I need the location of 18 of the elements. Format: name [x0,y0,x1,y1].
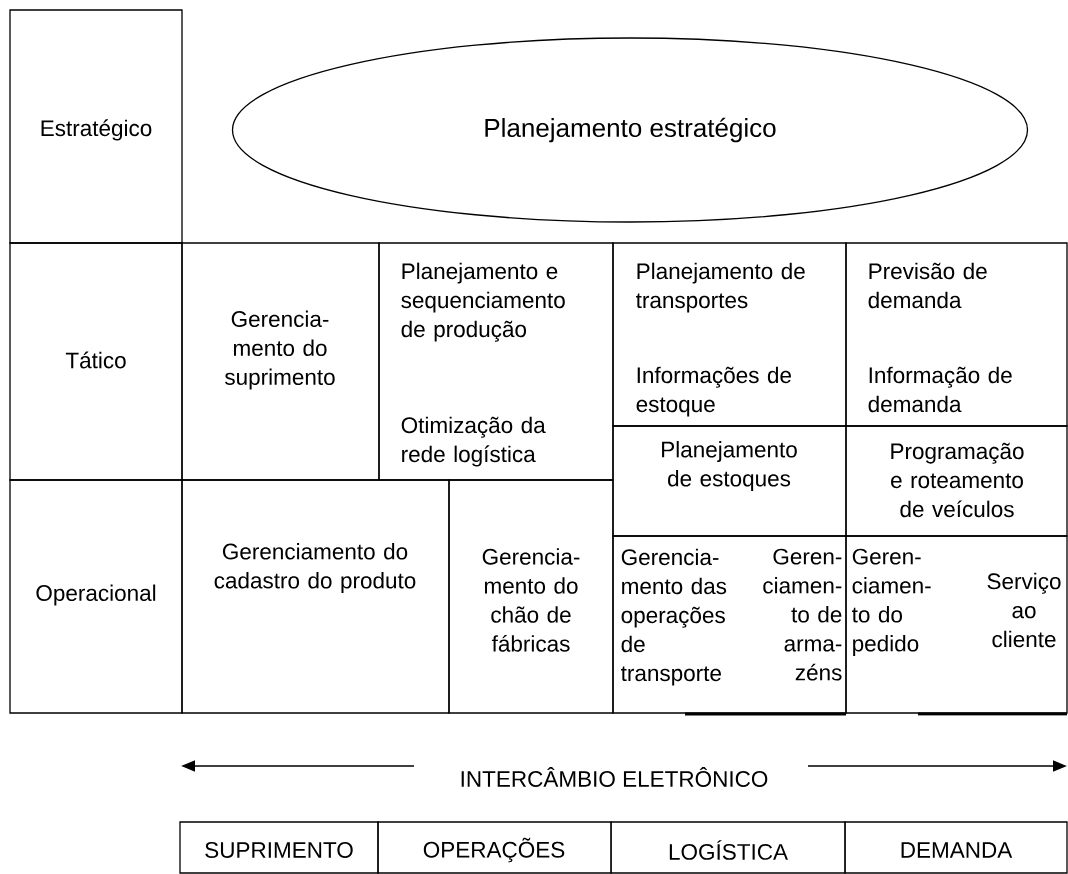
table-cell: LOGÍSTICA [610,821,846,874]
table-cell: Operacional [9,479,183,714]
table-cell: Planejamento de transportes Informações de estoque [612,242,847,427]
table-cell: Tático [9,242,183,481]
table-cell: Previsão de demanda Informação de demanda [845,242,1068,427]
table-cell: Gerencia- mento do chão de fábricas [448,479,614,714]
table-cell: Gerencia- mento do suprimento [181,242,380,481]
table-cell: SUPRIMENTO [179,821,379,874]
caption-text: INTERCÂMBIO ELETRÔNICO [461,767,768,787]
table-cell: Estratégico [9,9,183,244]
table-cell: DEMANDA [844,821,1068,874]
table-cell: Planejamento e sequenciamento de produção Otimização da rede logística [378,242,614,481]
table-cell: Programação e roteamento de veículos [845,425,1068,537]
table-cell: Gerenciamento do cadastro do produto [181,479,450,714]
table-cell: OPERAÇÕES [377,821,612,874]
table-cell: Gerencia- mento das operações de transporte Geren- ciamen- to de arma- zéns [612,535,847,714]
table-cell: Planejamento de estoques [612,425,847,537]
table-cell: Geren- ciamen- to do pedido Serviço ao cliente [845,535,1068,714]
